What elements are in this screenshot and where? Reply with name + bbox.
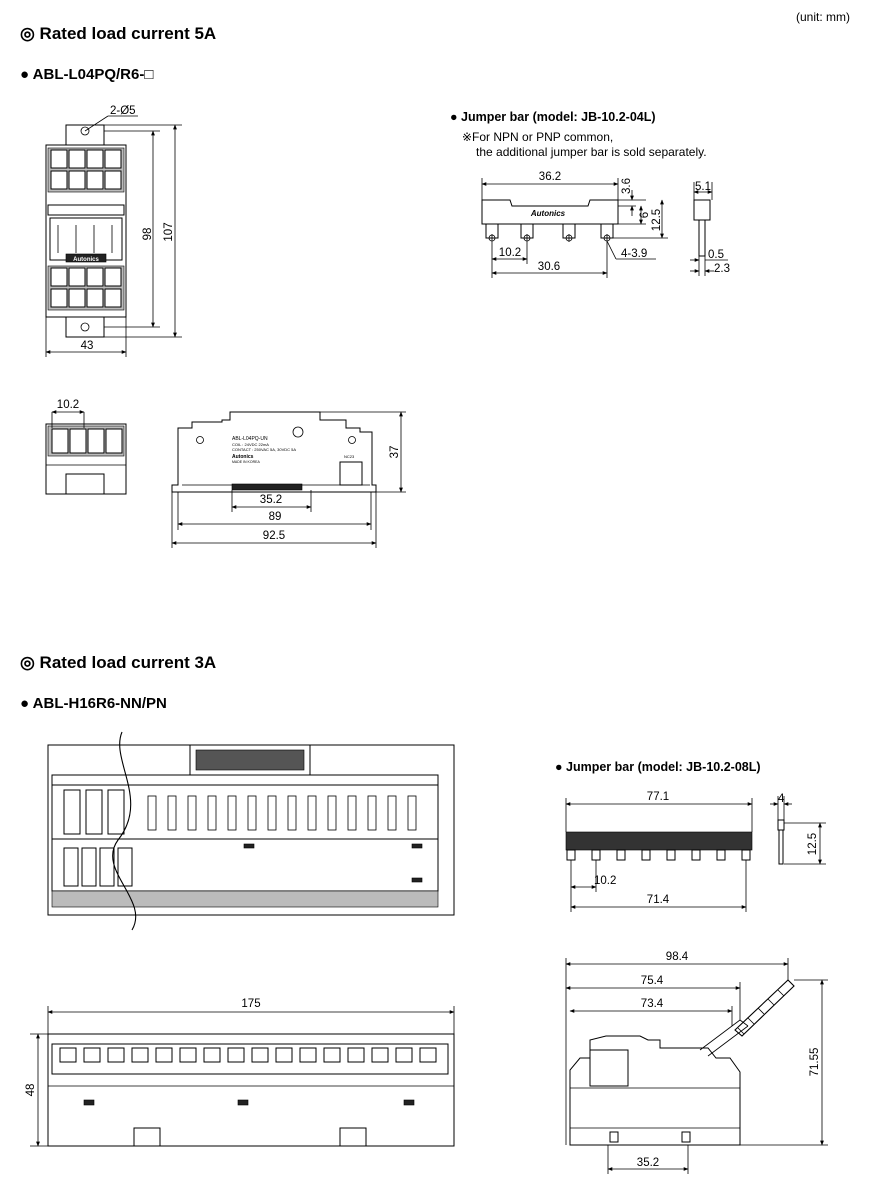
jumper-bar-04l-side: 5.1 0.5 2.3 [690, 181, 730, 276]
dim-71-4: 71.4 [647, 894, 670, 906]
dim-4: 4 [778, 793, 785, 805]
dim-hole-5a: 2-Ø5 [110, 105, 136, 117]
dim-107: 107 [163, 222, 175, 241]
dim-89: 89 [269, 511, 282, 523]
jumper-bar-08l-side: 4 12.5 [770, 793, 826, 865]
dim-35-2-3a: 35.2 [637, 1157, 659, 1169]
jumper-bar-08l-front: 77.1 10.2 71.4 [565, 791, 753, 912]
unit-note: (unit: mm) [796, 10, 850, 24]
profile-view-3a: 98.4 75.4 73.4 71.55 35.2 [565, 951, 828, 1174]
top-terminal-block [47, 147, 125, 193]
jumper-note-line1: ※For NPN or PNP common, [462, 130, 614, 144]
bottom-view-3a: 175 48 [25, 998, 455, 1147]
section-title-3a: ◎ Rated load current 3A [20, 653, 217, 672]
front-view-3a [47, 731, 455, 931]
profile-label-1: COIL : 24VDC 22mA [232, 442, 269, 447]
dim-175: 175 [241, 998, 260, 1010]
dim-73-4: 73.4 [641, 998, 664, 1010]
dim-10-2-08l: 10.2 [594, 875, 616, 887]
dim-37: 37 [389, 446, 401, 459]
profile-label-5: NC23 [344, 454, 355, 459]
dim-77-1: 77.1 [647, 791, 669, 803]
dim-12-5-04l: 12.5 [651, 209, 663, 231]
profile-view-5a: ABL-L04PQ-UN COIL : 24VDC 22mA CONTACT :… [171, 411, 406, 548]
dim-35-2-5a: 35.2 [260, 494, 282, 506]
dim-30-6: 30.6 [538, 261, 560, 273]
dim-6: 6 [639, 212, 651, 218]
profile-label-3: Autonics [232, 454, 254, 460]
jumper-note-line2: the additional jumper bar is sold separa… [476, 145, 707, 159]
profile-label-2: CONTACT : 250VAC 5A, 30VDC 5A [232, 447, 296, 452]
dim-12-5-08l: 12.5 [807, 833, 819, 855]
dim-0-5: 0.5 [708, 249, 724, 261]
dim-71-55: 71.55 [809, 1048, 821, 1077]
dim-36-2: 36.2 [539, 171, 561, 183]
dim-75-4: 75.4 [641, 975, 664, 987]
profile-label-4: MADE IN KOREA [232, 460, 260, 464]
dim-92-5: 92.5 [263, 530, 285, 542]
jumper-brand-04l: Autonics [530, 209, 566, 218]
bottom-terminal-block [47, 265, 125, 311]
model-title-3a: ● ABL-H16R6-NN/PN [20, 695, 167, 712]
dim-98: 98 [142, 228, 154, 241]
jumper-title-04l: ● Jumper bar (model: JB-10.2-04L) [450, 110, 656, 124]
dim-10-2-side: 10.2 [57, 399, 79, 411]
dim-48: 48 [25, 1084, 37, 1097]
front-view-5a: Autonics 2-Ø5 98 107 43 [45, 105, 182, 357]
relay-slots-3a [63, 789, 417, 835]
section-title-5a: ◎ Rated load current 5A [20, 24, 217, 43]
dim-98-4: 98.4 [666, 951, 689, 963]
jumper-title-08l: ● Jumper bar (model: JB-10.2-08L) [555, 760, 761, 774]
dim-43: 43 [81, 340, 94, 352]
dim-2-3: 2.3 [714, 263, 730, 275]
brand-5a: Autonics [73, 257, 99, 263]
dim-3-6: 3.6 [621, 178, 633, 194]
dim-hole-04l: 4-3.9 [621, 248, 647, 260]
dim-5-1: 5.1 [695, 181, 711, 193]
profile-label-0: ABL-L04PQ-UN [232, 436, 268, 442]
model-title-5a: ● ABL-L04PQ/R6-□ [20, 66, 154, 83]
dim-10-2-04l: 10.2 [499, 247, 521, 259]
side-view-5a: 10.2 [45, 399, 127, 495]
jumper-bar-04l-front: Autonics 36.2 3.6 6 12.5 10.2 30.6 [481, 171, 668, 278]
